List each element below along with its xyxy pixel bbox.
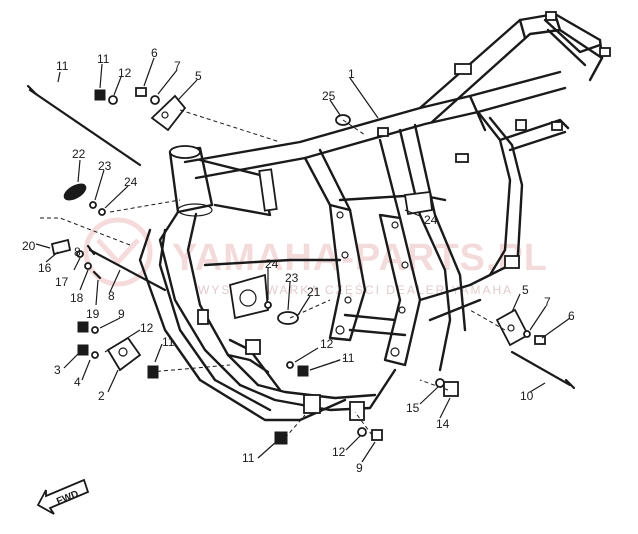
callout-23-left: 23 bbox=[98, 159, 112, 173]
callout-9-left: 9 bbox=[118, 307, 125, 321]
callout-18: 18 bbox=[70, 291, 84, 305]
callout-9-bottom: 9 bbox=[356, 461, 363, 475]
callout-17: 17 bbox=[55, 275, 69, 289]
callout-11-mid: 11 bbox=[342, 351, 355, 365]
callout-24-right: 24 bbox=[424, 213, 438, 227]
callout-4: 4 bbox=[74, 375, 81, 389]
callout-12-bottom: 12 bbox=[332, 445, 346, 459]
callout-11-bottom: 11 bbox=[242, 451, 255, 465]
callout-3: 3 bbox=[54, 363, 61, 377]
callout-12-top: 12 bbox=[118, 66, 132, 80]
callout-25: 25 bbox=[322, 89, 336, 103]
callout-11-top: 11 bbox=[97, 52, 110, 66]
callout-12-mid: 12 bbox=[320, 337, 334, 351]
callout-24-left: 24 bbox=[124, 175, 138, 189]
callout-24-mid: 24 bbox=[265, 257, 279, 271]
forward-direction-marker: FWD bbox=[36, 478, 90, 515]
callout-15: 15 bbox=[406, 401, 420, 415]
callout-8-lower: 8 bbox=[108, 289, 115, 303]
callout-10: 10 bbox=[520, 389, 534, 403]
callout-21: 21 bbox=[307, 285, 321, 299]
callout-labels: 11 11 12 6 7 5 1 25 22 23 24 20 16 8 17 … bbox=[22, 46, 575, 475]
callout-14: 14 bbox=[436, 417, 450, 431]
watermark-subtitle: WYSZUKIWARKA CZĘŚCI DEALER YAMAHA bbox=[198, 282, 513, 297]
callout-7-right: 7 bbox=[544, 295, 551, 309]
callout-6-top: 6 bbox=[151, 46, 158, 60]
callout-20: 20 bbox=[22, 239, 36, 253]
callout-1: 1 bbox=[348, 67, 355, 81]
callout-23-mid: 23 bbox=[285, 271, 299, 285]
callout-8-upper: 8 bbox=[74, 245, 81, 259]
callout-16: 16 bbox=[38, 261, 52, 275]
callout-5-top: 5 bbox=[195, 69, 202, 83]
callout-5-right: 5 bbox=[522, 283, 529, 297]
callout-12-left: 12 bbox=[140, 321, 154, 335]
callout-11-left: 11 bbox=[162, 335, 175, 349]
callout-13: 11 bbox=[56, 59, 69, 73]
loose-parts bbox=[26, 84, 576, 445]
callout-6-right: 6 bbox=[568, 309, 575, 323]
leader-lines bbox=[35, 57, 571, 463]
callout-2: 2 bbox=[98, 389, 105, 403]
main-frame bbox=[138, 11, 611, 422]
callout-22: 22 bbox=[72, 147, 86, 161]
callout-7-top: 7 bbox=[174, 59, 181, 73]
callout-19: 19 bbox=[86, 307, 100, 321]
